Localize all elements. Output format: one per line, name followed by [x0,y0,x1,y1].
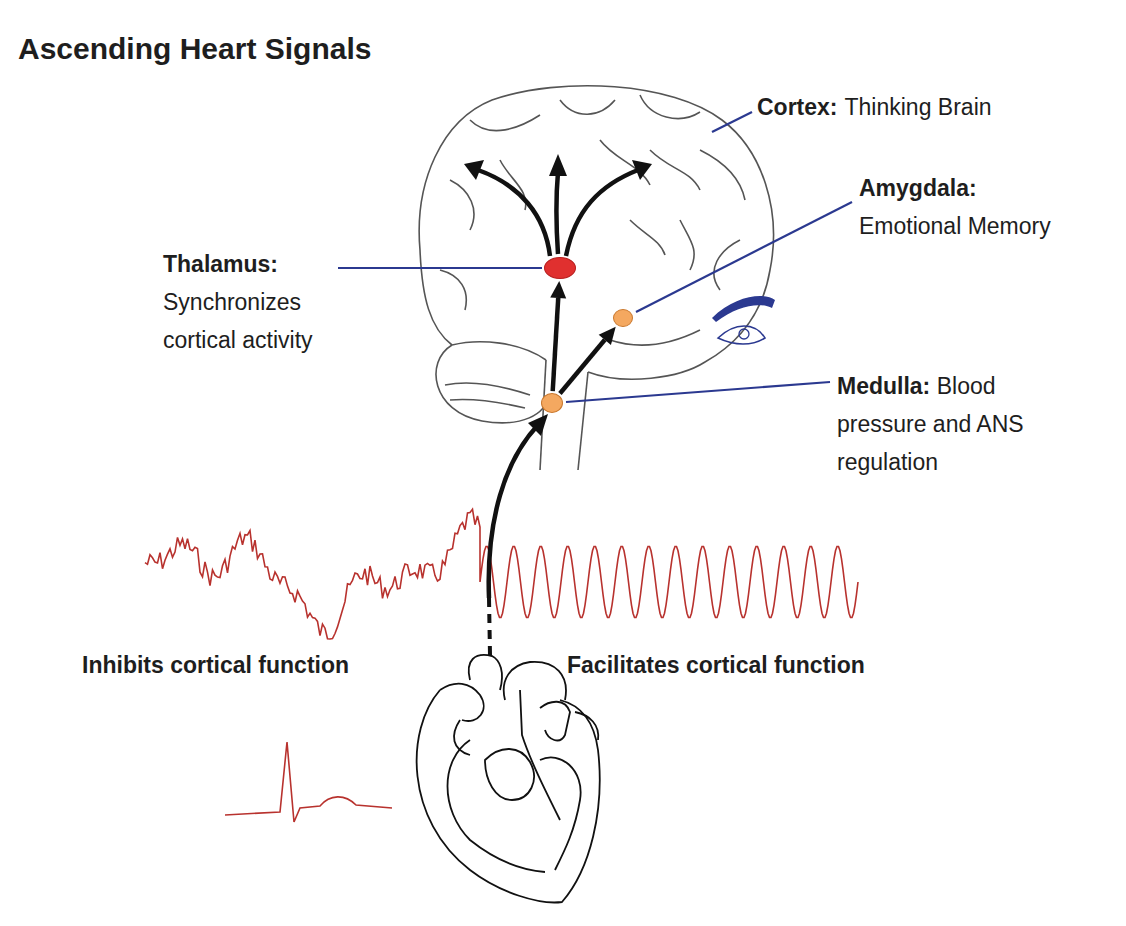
brain-outline [419,86,773,470]
thalamus-dot: Thalamus:Synchronizes cortical activity [544,257,576,279]
region-label: Cortex: [757,94,838,121]
cortex-arrows [478,170,638,256]
eye-symbol [712,296,775,344]
structure-name: Thalamus: [163,245,363,283]
connector-line [553,298,559,391]
ecg-trace [225,742,392,822]
arrowhead [550,281,566,298]
structure-role: Synchronizes cortical activity [163,283,363,359]
dashed-signal-line [489,598,490,655]
hrv-waveform [145,509,858,639]
structure-label: Medulla:Blood pressure and ANS regulatio… [837,367,1042,481]
structure-name: Amygdala: [859,169,1117,207]
arrowhead [599,327,616,345]
region-label: Thinking Brain [845,94,992,121]
cortex-arrowheads [464,154,652,180]
leader-line [338,112,852,402]
diagram-title: Ascending Heart Signals [18,32,371,66]
connector-line [560,340,605,394]
heart-illustration [417,655,600,902]
structure-role: Emotional Memory [859,207,1117,245]
signal-arrowhead [528,414,548,436]
waveform-caption: Inhibits cortical function [82,652,349,679]
signal-arrow [550,281,566,391]
structure-label: Thalamus:Synchronizes cortical activity [163,245,363,359]
amygdala-dot: Amygdala:Emotional Memory [613,309,633,327]
signal-arrow [560,327,616,394]
structure-label: Amygdala:Emotional Memory [859,169,1117,245]
medulla-dot: Medulla:Blood pressure and ANS regulatio… [541,393,563,413]
structure-name: Medulla: [837,373,930,399]
signal-arrow [489,425,538,598]
waveform-caption: Facilitates cortical function [567,652,865,679]
